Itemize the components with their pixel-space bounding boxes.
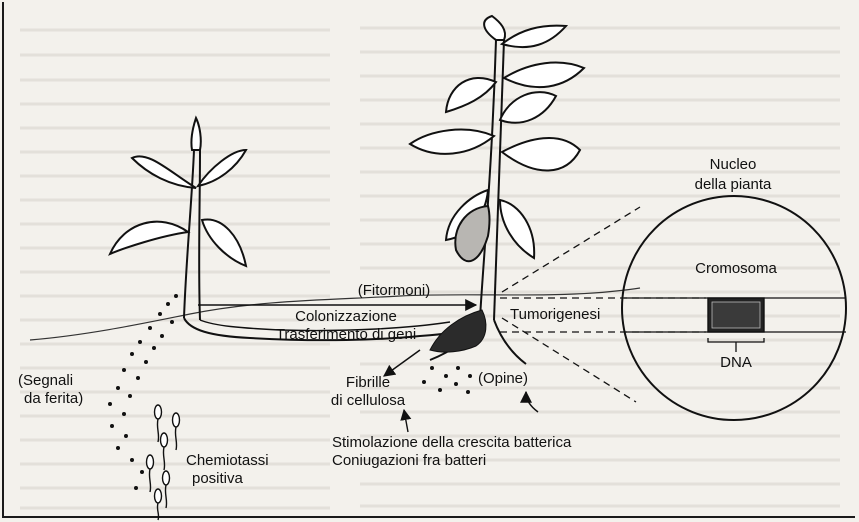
label-da-ferita: da ferita) bbox=[24, 390, 83, 408]
label-tumorigenesi: Tumorigenesi bbox=[510, 306, 600, 324]
label-coniugazioni: Coniugazioni fra batteri bbox=[332, 452, 486, 470]
label-dna: DNA bbox=[708, 354, 764, 372]
stimolazione-arrow-left bbox=[404, 410, 408, 432]
label-trasferimento-geni: Trasferimento di geni bbox=[246, 326, 446, 344]
label-fibrille: Fibrille bbox=[318, 374, 418, 392]
label-nucleo: Nucleo bbox=[690, 156, 776, 174]
label-fitormoni: (Fitormoni) bbox=[344, 282, 444, 300]
label-della-pianta: della pianta bbox=[674, 176, 792, 194]
label-colonizzazione: Colonizzazione bbox=[246, 308, 446, 326]
label-di-cellulosa: di cellulosa bbox=[300, 392, 436, 410]
fibrille-arrow bbox=[384, 350, 420, 376]
flagellated-bacteria bbox=[147, 405, 180, 520]
label-cromosoma: Cromosoma bbox=[676, 260, 796, 278]
dna-bracket bbox=[708, 338, 764, 352]
label-stimolazione: Stimolazione della crescita batterica bbox=[332, 434, 571, 452]
label-segnali: (Segnali bbox=[18, 372, 73, 390]
infected-plant bbox=[410, 16, 584, 320]
label-positiva: positiva bbox=[192, 470, 243, 488]
young-plant bbox=[110, 118, 246, 320]
opine-arrow bbox=[526, 392, 538, 412]
label-opine: (Opine) bbox=[478, 370, 528, 388]
label-chemiotassi: Chemiotassi bbox=[186, 452, 269, 470]
opine-dots bbox=[422, 366, 472, 394]
